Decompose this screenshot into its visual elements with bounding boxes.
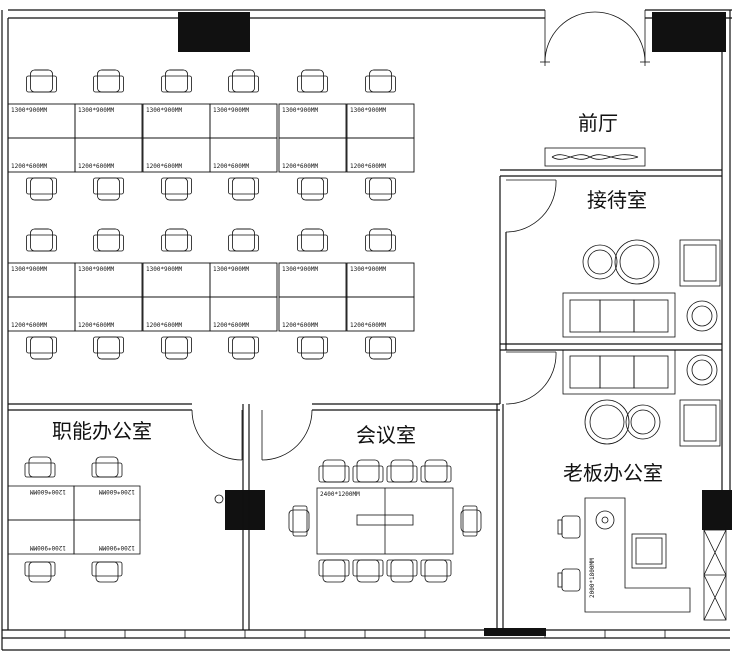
workstation-chair xyxy=(161,177,192,201)
desk-dim-bottom: 1200*600MM xyxy=(11,322,48,329)
desk-dim-bottom: 1200*600MM xyxy=(78,163,115,170)
workstation-chair xyxy=(93,69,124,93)
workstation-desk xyxy=(278,137,347,173)
desk-dim-top: 1300*900MM xyxy=(146,266,183,273)
workstation-chair xyxy=(26,336,57,360)
boss-office: 老板办公室 2000*1800MM xyxy=(557,349,727,621)
boss-office-label: 老板办公室 xyxy=(563,461,663,485)
desk-dim-top: 1300*900MM xyxy=(350,266,387,273)
open-office: 1300*900MM 1200*600MM 1300*900MM 1200*600MM… xyxy=(7,69,415,360)
meeting-room-label: 会议室 xyxy=(356,423,416,447)
lobby-label: 前厅 xyxy=(578,111,618,135)
workstation-chair xyxy=(297,69,328,93)
desk-dim-top: 1300*900MM xyxy=(350,107,387,114)
desk-dim-bottom: 1200*600MM xyxy=(146,163,183,170)
workstation-chair xyxy=(297,177,328,201)
desk-dim-bottom: 1200*600MM xyxy=(78,322,115,329)
workstation-chair xyxy=(26,177,57,201)
desk-dim-top: 1300*900MM xyxy=(213,266,250,273)
desk-dim-bottom: 1200*600MM xyxy=(213,163,250,170)
reception-label: 接待室 xyxy=(587,188,647,212)
desk-dim-top: 1300*900MM xyxy=(78,266,115,273)
desk-dim-bottom: 1200*600MM xyxy=(350,163,387,170)
workstation-chair xyxy=(365,336,396,360)
workstation-chair xyxy=(297,336,328,360)
desk-dim-bottom: 1200*600MM xyxy=(282,163,319,170)
desk-dim-bottom: 1200*600MM xyxy=(282,322,319,329)
desk-dim-bottom: 1200*600MM xyxy=(11,163,48,170)
reception: 接待室 xyxy=(562,188,721,338)
workstation-chair xyxy=(365,228,396,252)
meeting-room: 会议室 2400*1200MM xyxy=(288,423,482,583)
column-top-right xyxy=(652,12,726,52)
entrance-door xyxy=(540,10,650,66)
workstation-desk xyxy=(74,137,143,173)
desk-dim-top: 1300*900MM xyxy=(11,107,48,114)
column-bottom xyxy=(484,628,546,636)
workstation-chair xyxy=(26,228,57,252)
column-right xyxy=(702,490,732,530)
interior-walls xyxy=(8,169,722,630)
func-dim-2: 1200*600MM xyxy=(98,488,135,495)
desk-dim-bottom: 1200*600MM xyxy=(146,322,183,329)
func-dim-1: 1200*600MM xyxy=(29,488,66,495)
interior-doors xyxy=(191,179,557,461)
desk-dim-top: 1300*900MM xyxy=(11,266,48,273)
column-top-left xyxy=(178,12,250,52)
desk-dim-top: 1300*900MM xyxy=(213,107,250,114)
workstation-desk xyxy=(74,296,143,332)
workstation-chair xyxy=(365,177,396,201)
lobby: 前厅 xyxy=(544,111,646,167)
desk-dim-bottom: 1200*600MM xyxy=(213,322,250,329)
workstation-chair xyxy=(93,177,124,201)
column-center xyxy=(225,490,265,530)
func-dim-3: 1200*900MM xyxy=(29,544,66,551)
desk-dim-bottom: 1200*600MM xyxy=(350,322,387,329)
desk-dim-top: 1300*900MM xyxy=(282,107,319,114)
workstation-chair xyxy=(161,228,192,252)
boss-desk-dim: 2000*1800MM xyxy=(589,558,596,598)
workstation-desk xyxy=(209,296,278,332)
workstation-chair xyxy=(228,177,259,201)
workstation-desk xyxy=(346,137,415,173)
meeting-table-dim: 2400*1200MM xyxy=(320,491,360,498)
desk-dim-top: 1300*900MM xyxy=(146,107,183,114)
workstation-chair xyxy=(26,69,57,93)
lobby-plant-cabinet xyxy=(544,147,646,167)
desk-dim-top: 1300*900MM xyxy=(282,266,319,273)
functional-office: 职能办公室 1200*600MM 1200*600MM 1200*900MM 1… xyxy=(7,419,224,583)
workstation-chair xyxy=(228,69,259,93)
workstation-desk xyxy=(278,296,347,332)
workstation-desk xyxy=(346,296,415,332)
functional-office-label: 职能办公室 xyxy=(52,419,152,443)
workstation-chair xyxy=(228,336,259,360)
workstation-chair xyxy=(297,228,328,252)
desk-dim-top: 1300*900MM xyxy=(78,107,115,114)
workstation-chair xyxy=(161,336,192,360)
workstation-chair xyxy=(228,228,259,252)
workstation-chair xyxy=(161,69,192,93)
workstation-desk xyxy=(209,137,278,173)
workstation-chair xyxy=(93,336,124,360)
workstation-chair xyxy=(93,228,124,252)
func-dim-4: 1200*900MM xyxy=(98,544,135,551)
workstation-chair xyxy=(365,69,396,93)
